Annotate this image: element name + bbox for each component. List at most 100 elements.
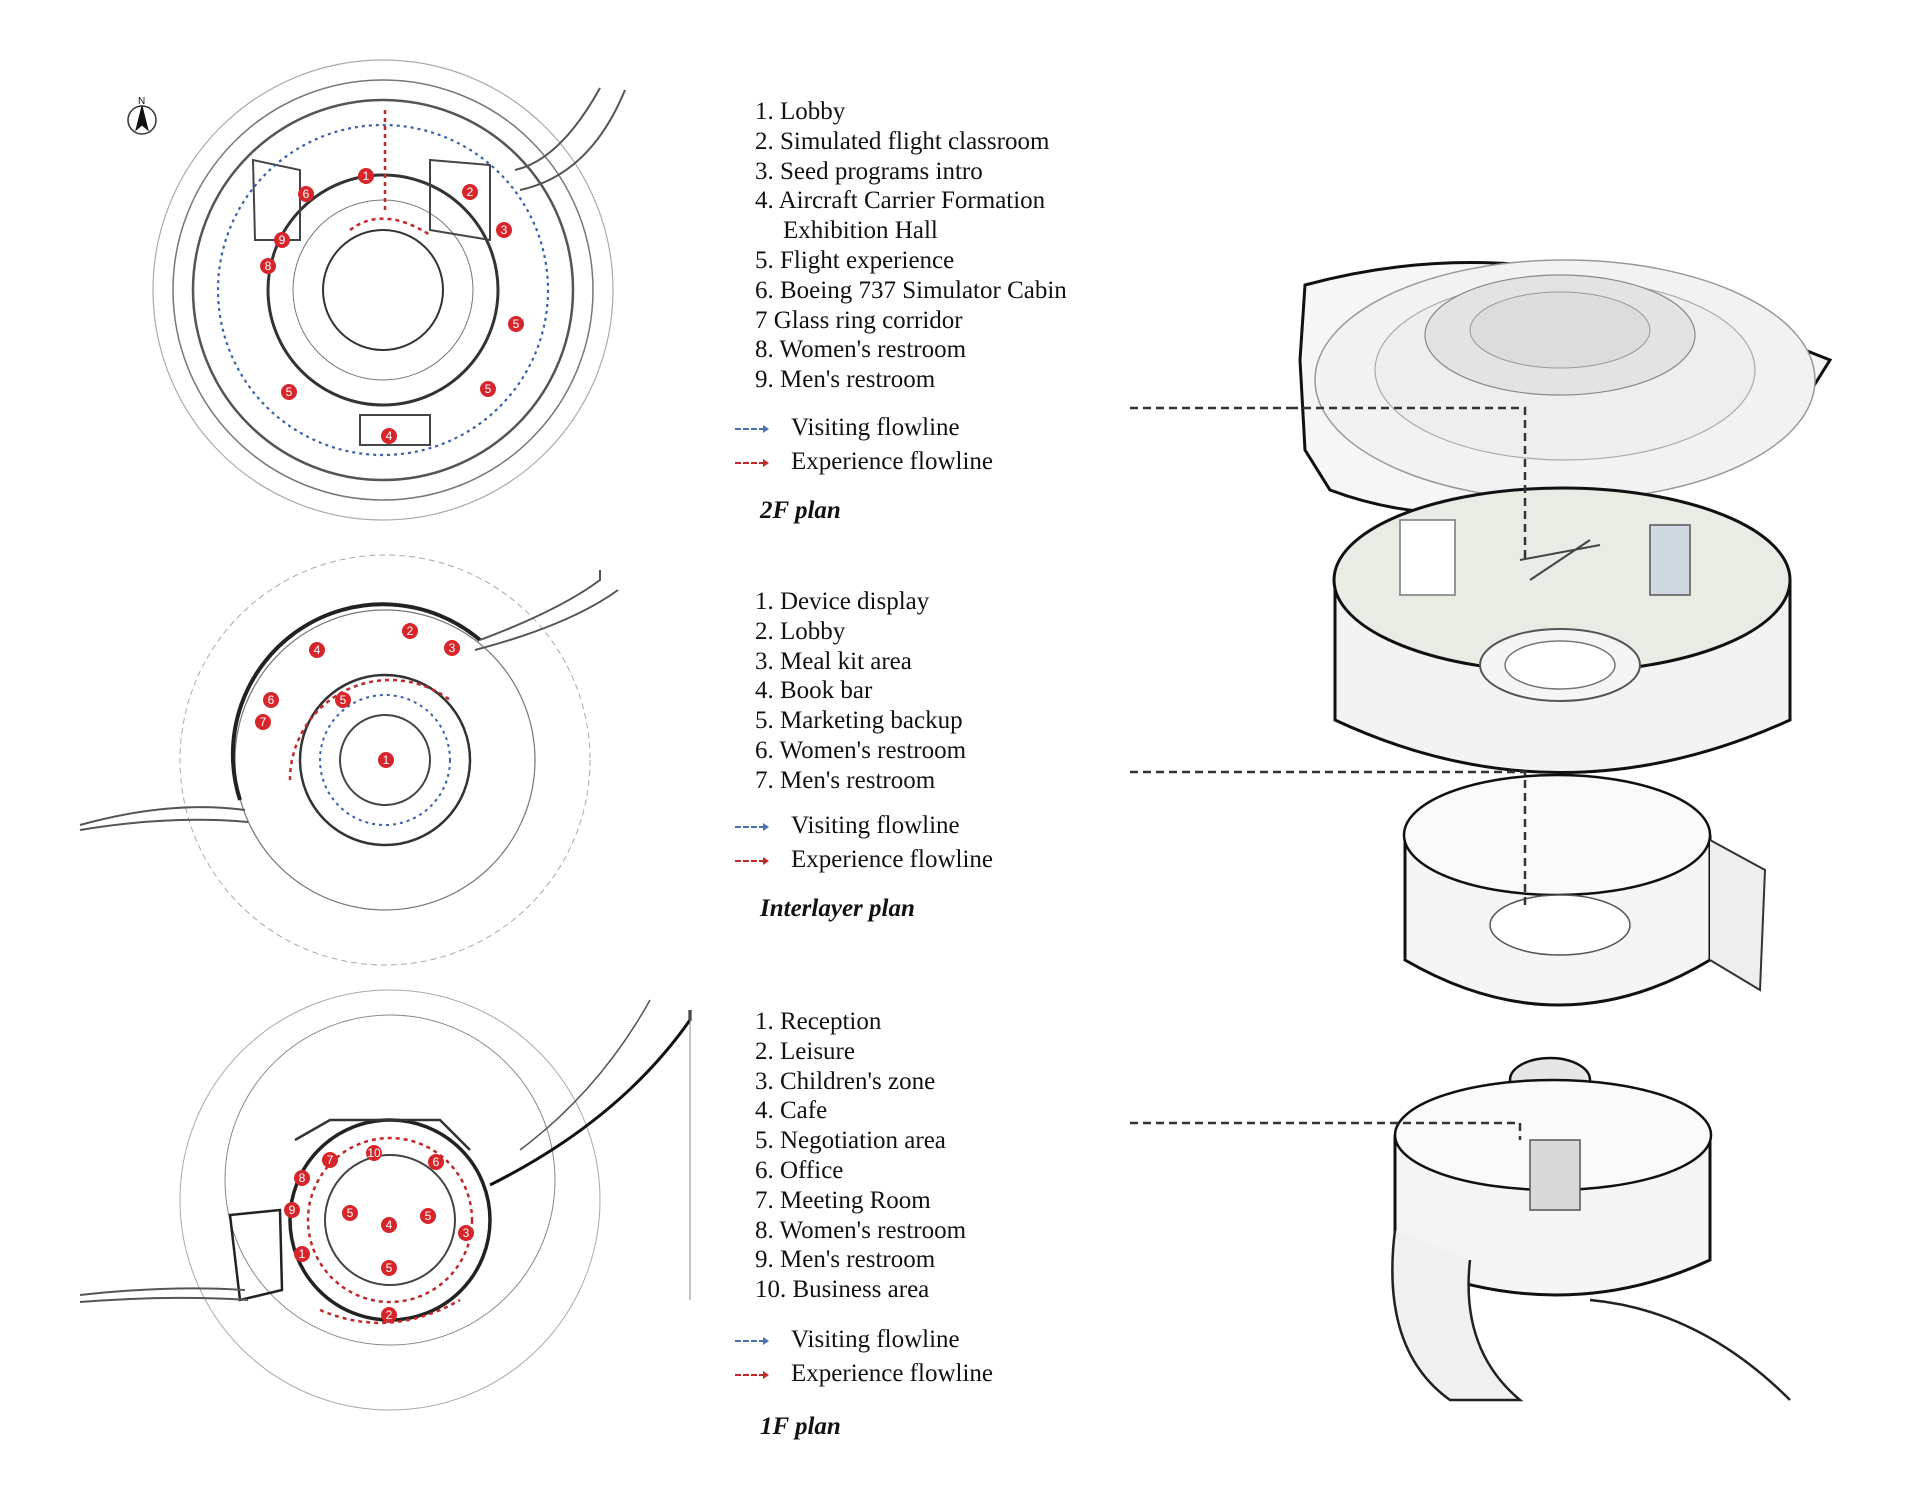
marker-2f: 5 <box>480 381 496 397</box>
marker-1f: 5 <box>342 1205 358 1221</box>
svg-text:2: 2 <box>407 624 414 638</box>
experience-arrow-icon <box>735 857 769 866</box>
plan-2f-drawing <box>127 59 626 521</box>
experience-flowline-legend: Experience flowline <box>735 846 993 874</box>
visiting-flowline-legend: Visiting flowline <box>735 812 960 840</box>
svg-text:5: 5 <box>513 317 520 331</box>
marker-1f: 2 <box>381 1307 397 1323</box>
svg-text:5: 5 <box>485 382 492 396</box>
svg-text:6: 6 <box>268 693 275 707</box>
plan-2f-markers: 1 2 3 6 9 8 5 5 5 4 <box>260 168 524 444</box>
svg-text:5: 5 <box>347 1206 354 1220</box>
legend-item: 7 Glass ring corridor <box>755 306 963 334</box>
plan-interlayer-markers: 4 2 3 5 6 7 1 <box>255 623 460 768</box>
legend-item: 3. Seed programs intro <box>755 157 983 185</box>
marker-interlayer: 7 <box>255 714 271 730</box>
svg-text:5: 5 <box>340 693 347 707</box>
level-2f-volume <box>1332 486 1792 774</box>
marker-1f: 8 <box>294 1170 310 1186</box>
visiting-arrow-icon <box>735 823 769 832</box>
svg-text:4: 4 <box>314 643 321 657</box>
marker-2f: 8 <box>260 258 276 274</box>
svg-text:5: 5 <box>386 1261 393 1275</box>
marker-interlayer: 2 <box>402 623 418 639</box>
marker-1f: 4 <box>381 1217 397 1233</box>
marker-1f: 9 <box>284 1202 300 1218</box>
legend-item: 5. Negotiation area <box>755 1127 946 1155</box>
marker-2f: 4 <box>381 428 397 444</box>
leader-lines <box>1130 406 1527 1140</box>
legend-item: 9. Men's restroom <box>755 1246 936 1274</box>
svg-text:1: 1 <box>299 1247 306 1261</box>
svg-text:3: 3 <box>501 223 508 237</box>
visiting-arrow-icon <box>735 1337 769 1346</box>
svg-text:7: 7 <box>327 1153 334 1167</box>
marker-1f: 6 <box>428 1154 444 1170</box>
legend-item: 5. Flight experience <box>755 246 955 274</box>
plan-title-2f: 2F plan <box>760 497 841 524</box>
svg-text:3: 3 <box>449 641 456 655</box>
marker-1f: 1 <box>294 1246 310 1262</box>
marker-1f: 5 <box>420 1208 436 1224</box>
marker-1f: 3 <box>458 1225 474 1241</box>
experience-arrow-icon <box>735 1371 769 1380</box>
marker-2f: 5 <box>281 384 297 400</box>
experience-flowline-legend: Experience flowline <box>735 448 993 476</box>
legend-interlayer: 1. Device display 2. Lobby 3. Meal kit a… <box>755 587 1135 796</box>
legend-item: 4. Cafe <box>755 1097 828 1125</box>
svg-text:5: 5 <box>425 1209 432 1223</box>
marker-2f: 3 <box>496 222 512 238</box>
marker-interlayer: 3 <box>444 640 460 656</box>
svg-text:1: 1 <box>383 753 390 767</box>
svg-text:5: 5 <box>286 385 293 399</box>
marker-interlayer: 1 <box>378 752 394 768</box>
plan-1f-markers: 7 10 6 8 9 5 4 5 3 1 5 2 <box>284 1145 474 1323</box>
svg-text:9: 9 <box>289 1203 296 1217</box>
legend-2f: 1. Lobby 2. Simulated flight classroom 3… <box>755 97 1135 395</box>
legend-item: 8. Women's restroom <box>755 336 967 364</box>
svg-text:2: 2 <box>467 185 474 199</box>
experience-arrow-icon <box>735 459 769 468</box>
legend-item: 2. Simulated flight classroom <box>755 127 1050 155</box>
legend-item: 4. Book bar <box>755 677 873 705</box>
marker-2f: 9 <box>274 232 290 248</box>
legend-item: 5. Marketing backup <box>755 707 963 735</box>
plan-interlayer-drawing <box>79 554 619 966</box>
marker-1f: 10 <box>366 1145 382 1161</box>
legend-item: 6. Women's restroom <box>755 736 967 764</box>
legend-item: 7. Meeting Room <box>755 1186 931 1214</box>
legend-1f: 1. Reception 2. Leisure 3. Children's zo… <box>755 1007 1135 1305</box>
legend-item: Exhibition Hall <box>783 217 938 245</box>
svg-text:2: 2 <box>386 1308 393 1322</box>
legend-item: 1. Lobby <box>755 98 846 125</box>
legend-item: 6. Boeing 737 Simulator Cabin <box>755 276 1067 304</box>
legend-item: 2. Leisure <box>755 1037 855 1065</box>
svg-text:6: 6 <box>433 1155 440 1169</box>
svg-text:7: 7 <box>260 715 267 729</box>
legend-item: 1. Device display <box>755 588 930 615</box>
plan-title-interlayer: Interlayer plan <box>760 895 915 922</box>
level-interlayer-volume <box>1402 773 1767 1007</box>
visiting-arrow-icon <box>735 425 769 434</box>
legend-item: 8. Women's restroom <box>755 1216 967 1244</box>
marker-1f: 7 <box>322 1152 338 1168</box>
marker-1f: 5 <box>381 1260 397 1276</box>
svg-text:8: 8 <box>265 259 272 273</box>
svg-text:4: 4 <box>386 429 393 443</box>
marker-interlayer: 6 <box>263 692 279 708</box>
svg-text:4: 4 <box>386 1218 393 1232</box>
marker-interlayer: 4 <box>309 642 325 658</box>
legend-item: 3. Meal kit area <box>755 647 912 675</box>
legend-item: 3. Children's zone <box>755 1067 936 1095</box>
roof-disc <box>1298 259 1833 516</box>
level-1f-volume <box>1391 1078 1791 1402</box>
legend-item: 2. Lobby <box>755 617 846 645</box>
svg-text:8: 8 <box>299 1171 306 1185</box>
legend-item: 4. Aircraft Carrier Formation <box>755 187 1046 215</box>
marker-2f: 6 <box>298 186 314 202</box>
legend-item: 9. Men's restroom <box>755 366 936 394</box>
legend-item: 10. Business area <box>755 1276 930 1304</box>
marker-interlayer: 5 <box>335 692 351 708</box>
